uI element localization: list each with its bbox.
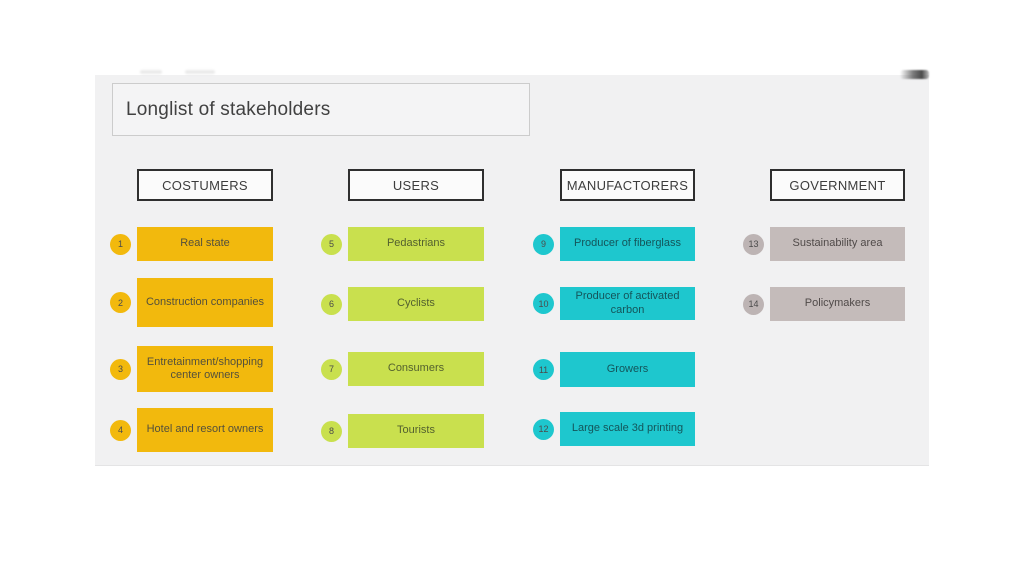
toolbar-shadow-fragment (185, 70, 215, 74)
list-item: 4 Hotel and resort owners (110, 408, 273, 452)
column-header-label: GOVERNMENT (789, 177, 886, 193)
item-label: Construction companies (145, 295, 264, 308)
list-item: 10 Producer of activated carbon (533, 287, 695, 320)
item-label: Consumers (387, 362, 445, 375)
item-number-badge[interactable]: 4 (110, 419, 131, 441)
toolbar-shadow-fragment (140, 70, 162, 74)
item-number-badge[interactable]: 6 (321, 293, 342, 315)
item-number-badge[interactable]: 12 (533, 418, 554, 440)
stakeholder-item[interactable]: Entretainment/shopping center owners (137, 346, 273, 392)
toolbar-fragment (900, 70, 929, 79)
column-header-label: USERS (392, 177, 440, 193)
list-item: 1 Real state (110, 227, 273, 261)
item-number: 13 (748, 239, 759, 249)
item-label: Entretainment/shopping center owners (146, 355, 264, 381)
item-label: Sustainability area (792, 237, 883, 250)
item-number: 8 (328, 426, 334, 436)
page-title: Longlist of stakeholders (126, 98, 331, 120)
stakeholder-item[interactable]: Tourists (348, 414, 484, 448)
item-label: Cyclists (397, 297, 435, 310)
stakeholder-item[interactable]: Pedastrians (348, 227, 484, 261)
stakeholder-item[interactable]: Producer of activated carbon (560, 287, 695, 320)
item-number-badge[interactable]: 7 (321, 358, 342, 380)
column-header-label: COSTUMERS (162, 177, 248, 193)
item-label: Hotel and resort owners (146, 423, 264, 436)
column-header-label: MANUFACTORERS (566, 177, 689, 193)
item-label: Producer of activated carbon (575, 290, 680, 316)
stakeholder-item[interactable]: Producer of fiberglass (560, 227, 695, 261)
column-header-government[interactable]: GOVERNMENT (770, 169, 905, 201)
list-item: 8 Tourists (321, 414, 484, 448)
item-number: 5 (328, 239, 334, 249)
item-number-badge[interactable]: 8 (321, 420, 342, 442)
list-item: 9 Producer of fiberglass (533, 227, 695, 261)
item-number-badge[interactable]: 10 (533, 293, 554, 314)
item-number-badge[interactable]: 9 (533, 233, 554, 255)
item-label: Large scale 3d printing (571, 422, 684, 435)
whiteboard-canvas: Longlist of stakeholders COSTUMERS USERS… (95, 70, 929, 466)
item-number: 14 (748, 299, 759, 309)
column-header-costumers[interactable]: COSTUMERS (137, 169, 273, 201)
item-number-badge[interactable]: 1 (110, 233, 131, 255)
list-item: 6 Cyclists (321, 287, 484, 321)
item-number: 4 (117, 425, 123, 435)
item-number: 3 (117, 364, 123, 374)
list-item: 14 Policymakers (743, 287, 905, 321)
item-number: 7 (328, 364, 334, 374)
item-number: 11 (538, 364, 549, 375)
item-number: 12 (538, 424, 549, 434)
item-label: Producer of fiberglass (574, 237, 681, 250)
list-item: 7 Consumers (321, 352, 484, 386)
column-header-manufactorers[interactable]: MANUFACTORERS (560, 169, 695, 201)
item-label: Growers (606, 362, 649, 375)
item-number-badge[interactable]: 3 (110, 358, 131, 380)
item-number: 6 (328, 299, 334, 309)
item-number: 10 (538, 298, 549, 309)
list-item: 3 Entretainment/shopping center owners (110, 346, 273, 392)
stakeholder-item[interactable]: Cyclists (348, 287, 484, 321)
stakeholder-item[interactable]: Policymakers (770, 287, 905, 321)
item-label: Pedastrians (386, 237, 446, 250)
stakeholder-item[interactable]: Real state (137, 227, 273, 261)
item-number: 1 (117, 239, 123, 249)
list-item: 2 Construction companies (110, 278, 273, 327)
stakeholder-item[interactable]: Large scale 3d printing (560, 412, 695, 446)
list-item: 12 Large scale 3d printing (533, 412, 695, 446)
item-number-badge[interactable]: 5 (321, 233, 342, 255)
item-number-badge[interactable]: 14 (743, 293, 764, 315)
stakeholder-item[interactable]: Sustainability area (770, 227, 905, 261)
list-item: 13 Sustainability area (743, 227, 905, 261)
item-number-badge[interactable]: 11 (533, 359, 554, 380)
stakeholder-item[interactable]: Growers (560, 352, 695, 387)
stakeholder-item[interactable]: Hotel and resort owners (137, 408, 273, 452)
item-number: 2 (117, 297, 123, 308)
item-label: Tourists (397, 424, 435, 437)
title-box[interactable]: Longlist of stakeholders (112, 83, 530, 136)
item-number-badge[interactable]: 13 (743, 233, 764, 255)
column-header-users[interactable]: USERS (348, 169, 484, 201)
item-label: Policymakers (804, 297, 871, 310)
list-item: 5 Pedastrians (321, 227, 484, 261)
item-label: Real state (180, 237, 230, 250)
list-item: 11 Growers (533, 352, 695, 387)
item-number: 9 (540, 239, 546, 249)
stakeholder-item[interactable]: Consumers (348, 352, 484, 386)
stakeholder-item[interactable]: Construction companies (137, 278, 273, 327)
item-number-badge[interactable]: 2 (110, 292, 131, 313)
